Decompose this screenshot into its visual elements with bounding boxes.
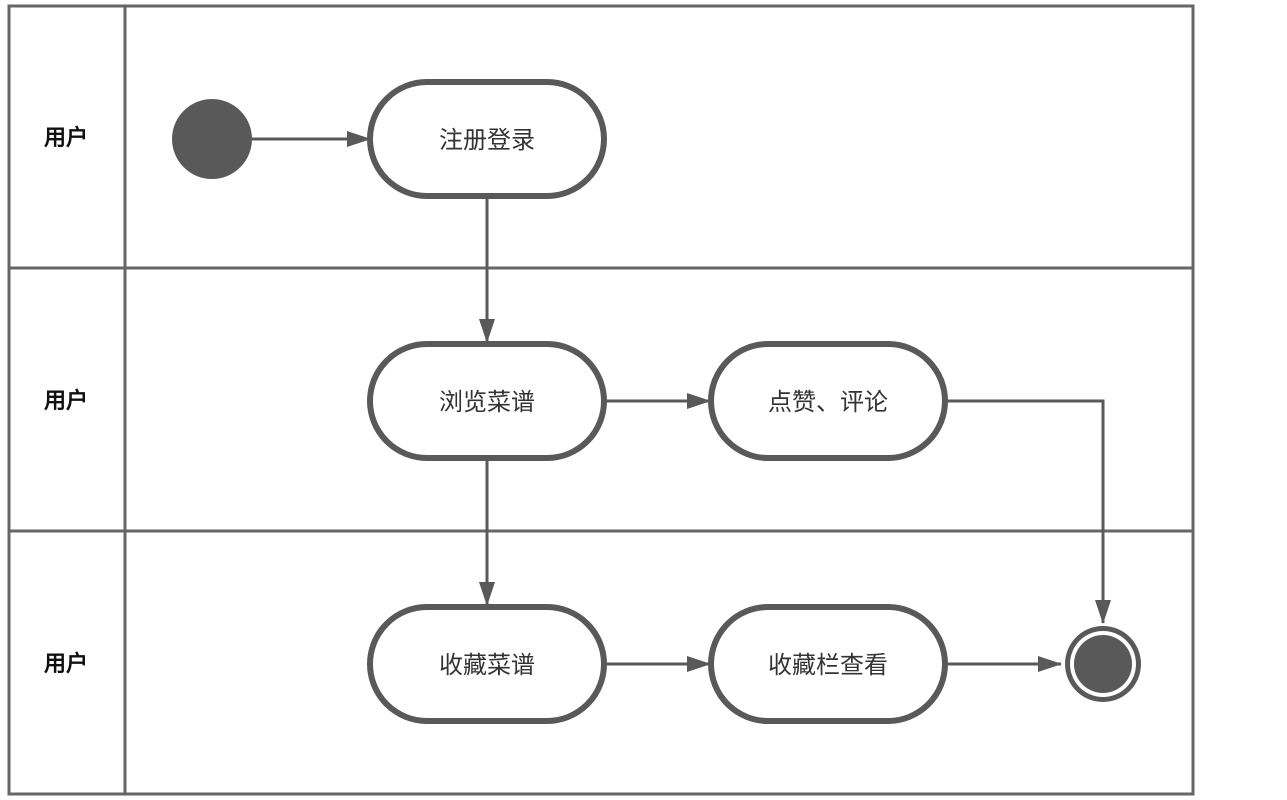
activity-label: 浏览菜谱 <box>439 388 535 416</box>
activity-label: 收藏菜谱 <box>439 651 535 679</box>
activity-view-favorites: 收藏栏查看 <box>708 604 948 724</box>
activity-browse-recipes: 浏览菜谱 <box>367 341 607 461</box>
lane-label-3: 用户 <box>44 651 88 677</box>
activity-label: 收藏栏查看 <box>768 651 888 679</box>
edge-like-to-end <box>945 399 1111 624</box>
lane-label-1: 用户 <box>44 125 88 151</box>
activity-favorite-recipes: 收藏菜谱 <box>367 604 607 724</box>
activity-register-login: 注册登录 <box>367 79 607 199</box>
lane-label-2: 用户 <box>44 388 88 414</box>
final-node <box>1065 626 1141 702</box>
activity-label: 点赞、评论 <box>768 388 888 416</box>
swimlane-frame <box>7 4 1195 796</box>
activity-like-comment: 点赞、评论 <box>708 341 948 461</box>
activity-label: 注册登录 <box>439 126 535 154</box>
initial-node <box>172 99 252 179</box>
